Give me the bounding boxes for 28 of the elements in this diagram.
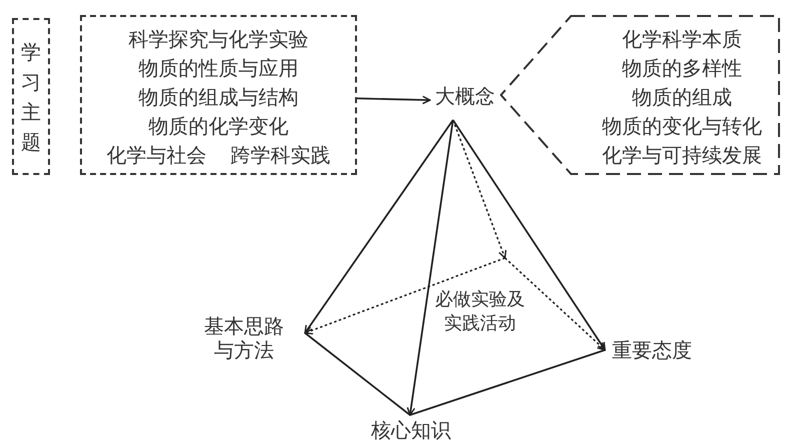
arrow bbox=[356, 96, 431, 104]
topic-text: 物质的化学变化 bbox=[148, 113, 288, 140]
dotted-arrow bbox=[504, 257, 606, 351]
arrow bbox=[406, 120, 454, 416]
topic-text: 跨学科实践 bbox=[230, 142, 330, 169]
connector-line bbox=[304, 332, 411, 416]
topic-text: 化学与社会 bbox=[106, 142, 206, 169]
topic-text: 物质的组成 bbox=[632, 84, 732, 111]
connector-line bbox=[410, 349, 606, 416]
arrow bbox=[452, 120, 606, 351]
topic-text: 科学探究与化学实验 bbox=[128, 26, 308, 53]
vertex-label: 大概念 bbox=[434, 84, 496, 108]
dotted-arrow bbox=[304, 257, 506, 335]
arrow bbox=[304, 119, 454, 334]
vertex-label: 基本思路与方法 bbox=[203, 314, 285, 362]
topic-text: 物质的组成与结构 bbox=[138, 84, 298, 111]
topic-text: 物质的多样性 bbox=[622, 55, 742, 82]
dashed-box bbox=[80, 15, 357, 175]
vertex-label: 必做实验及实践活动 bbox=[434, 288, 526, 336]
vertex-label: 核心知识 bbox=[370, 418, 452, 442]
topic-text: 物质的性质与应用 bbox=[138, 55, 298, 82]
topic-text: 化学科学本质 bbox=[622, 26, 742, 53]
vertical-heading: 学习主题 bbox=[20, 38, 42, 156]
dashed-chevron-panel bbox=[500, 15, 780, 175]
dashed-box bbox=[12, 18, 50, 175]
vertex-label: 重要态度 bbox=[611, 338, 693, 362]
topic-text: 物质的变化与转化 bbox=[602, 113, 762, 140]
topic-text: 化学与可持续发展 bbox=[602, 142, 762, 169]
